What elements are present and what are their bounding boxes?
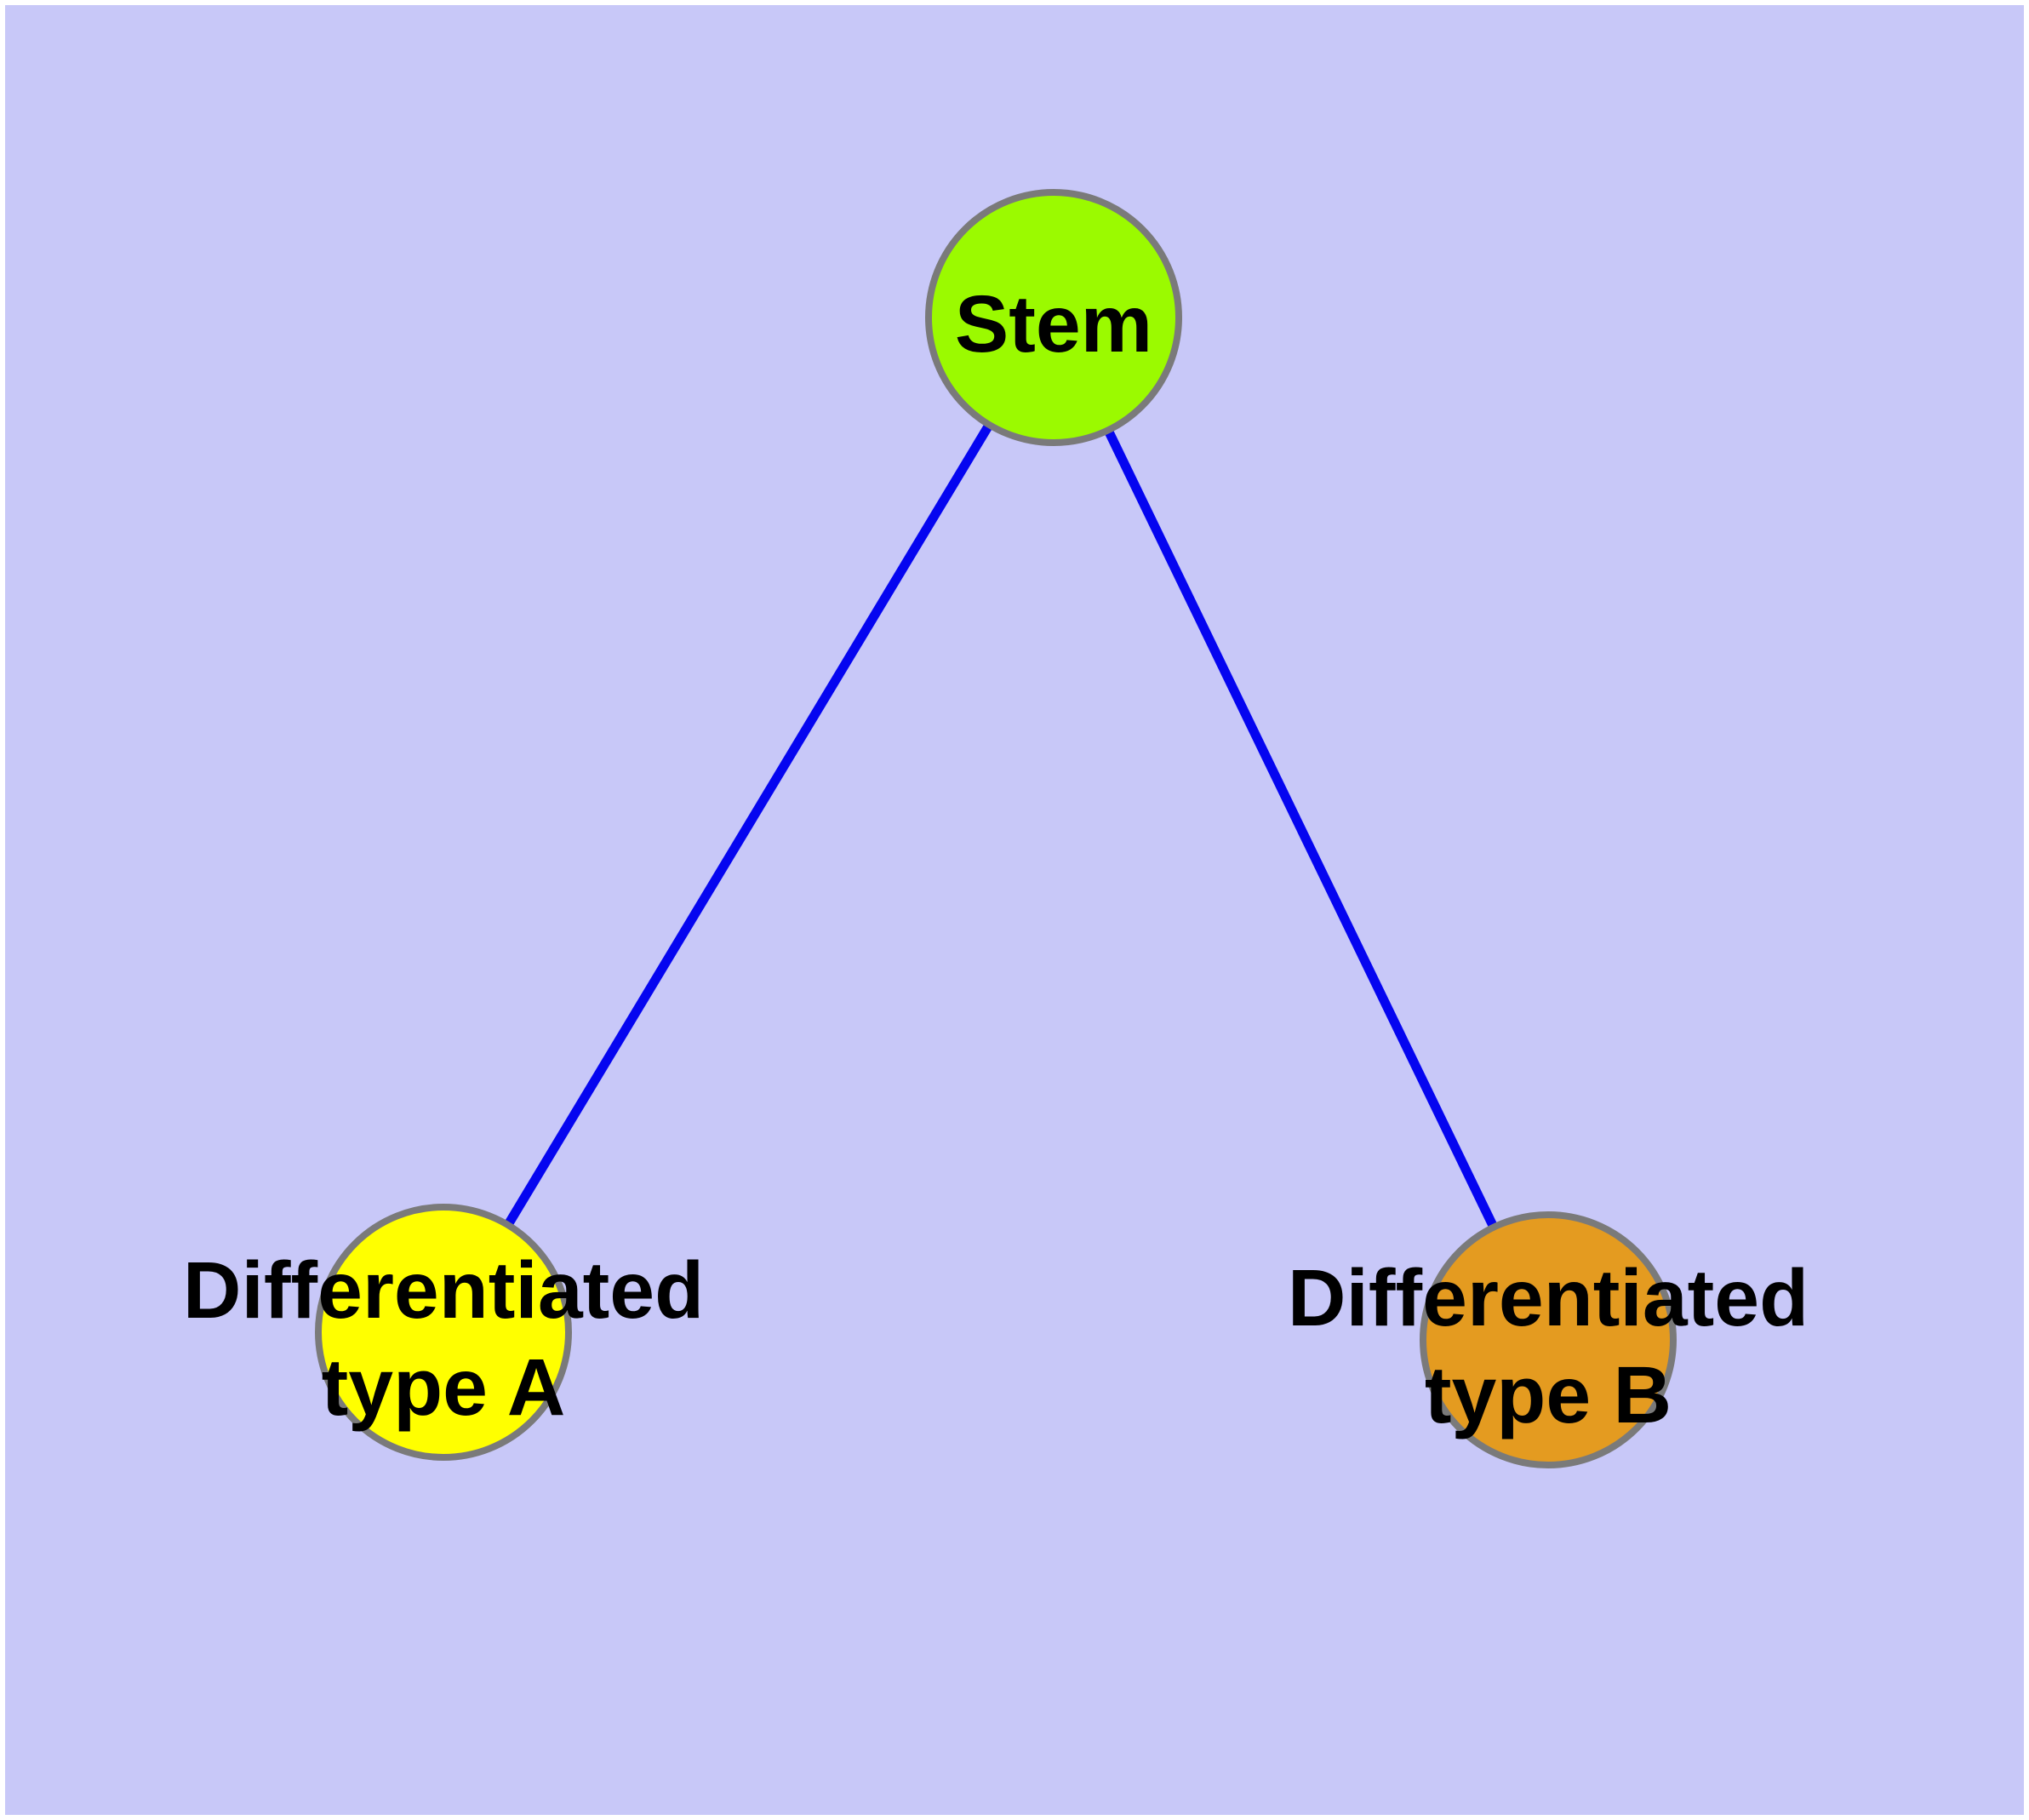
node-type-a-label-line2: type A [322,1342,566,1433]
node-type-b-circle [1420,1211,1677,1468]
node-type-a-circle [315,1204,572,1461]
edge-stem-type-b [1049,315,1552,1342]
node-stem-circle [925,189,1182,446]
node-type-b-label-line2: type B [1425,1350,1672,1440]
node-type-b-label-line1: Differentiated [1288,1253,1809,1343]
node-type-a-label-line1: Differentiated [183,1245,704,1336]
node-stem-label: Stem [955,279,1152,369]
edge-stem-type-a [439,315,1058,1335]
